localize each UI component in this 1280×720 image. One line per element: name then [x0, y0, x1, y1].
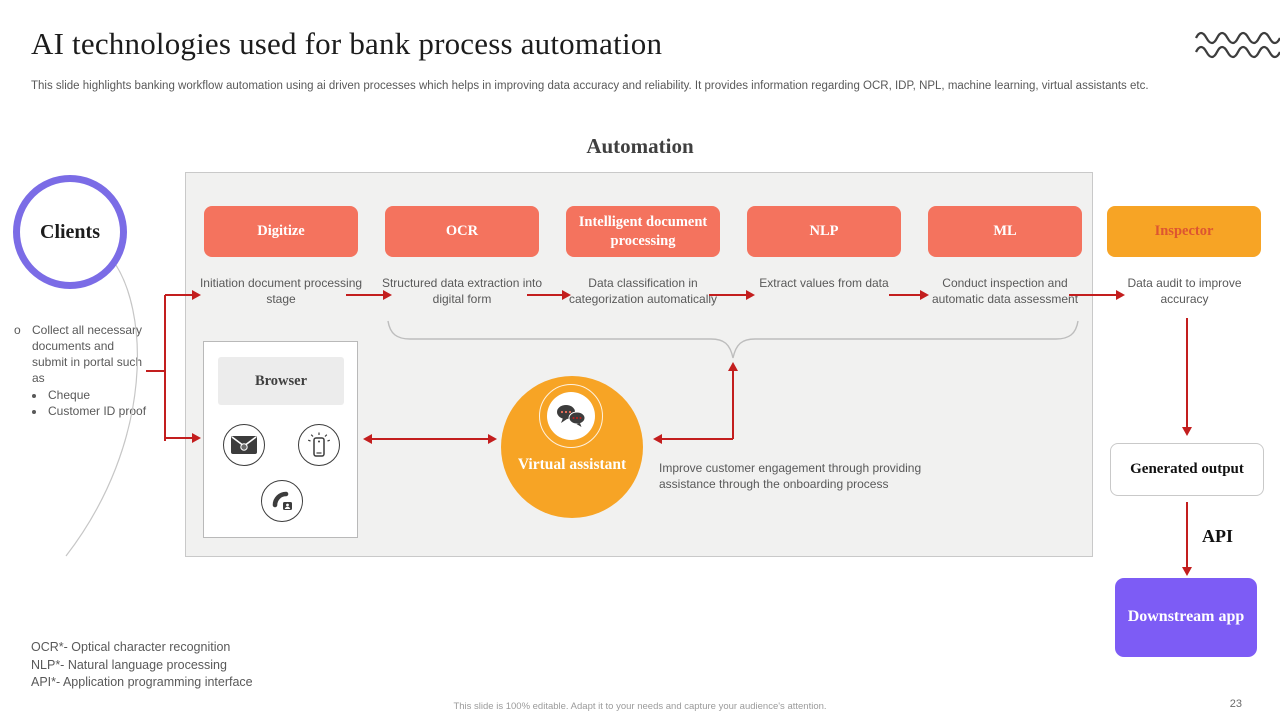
clients-label: Clients: [40, 220, 100, 243]
flow-arrow: [165, 290, 201, 300]
diagram-heading: Automation: [586, 134, 694, 158]
flow-arrow: [653, 434, 733, 444]
inspector-description: Data audit to improve accuracy: [1127, 276, 1242, 307]
stage-label: Digitize: [257, 223, 305, 240]
stage-description: Initiation document processing stage: [199, 276, 363, 307]
stage-label: Intelligent document processing: [578, 214, 708, 249]
flow-arrow: [709, 290, 755, 300]
brace-connector: [387, 320, 1079, 359]
browser-node: Browser: [203, 341, 358, 538]
stage-box: Intelligent document processing: [566, 206, 720, 257]
stage-description: Data classification in categorization au…: [568, 276, 718, 307]
clients-node: Clients: [13, 175, 127, 289]
footer-note: This slide is 100% editable. Adapt it to…: [453, 701, 827, 712]
connector-line: [146, 370, 165, 372]
stage-description: Structured data extraction into digital …: [381, 276, 543, 307]
virtual-assistant-caption: Improve customer engagement through prov…: [659, 461, 922, 492]
double-arrow: [363, 434, 497, 444]
flow-arrow: [889, 290, 929, 300]
circle-bullet: o: [14, 323, 21, 337]
footnote-line: API*- Application programming interface: [31, 675, 253, 689]
generated-output-box: Generated output: [1110, 443, 1264, 496]
flow-arrow: [1069, 290, 1125, 300]
squiggle-decoration-icon: [1195, 31, 1280, 59]
footnote-line: OCR*- Optical character recognition: [31, 640, 231, 654]
virtual-assistant-node: Virtual assistant: [501, 376, 643, 518]
flow-arrow: [346, 290, 392, 300]
mobile-notification-icon: [298, 424, 340, 466]
clients-arc: [65, 257, 138, 557]
virtual-assistant-ring: [539, 384, 603, 448]
stage-label: OCR: [445, 223, 479, 240]
flow-arrow: [1182, 318, 1192, 436]
stage-box: ML: [928, 206, 1082, 257]
stage-label: ML: [993, 223, 1017, 240]
phone-contact-icon: [261, 480, 303, 522]
slide-title: AI technologies used for bank process au…: [31, 26, 663, 61]
connector-line: [164, 295, 166, 441]
inspector-label: Inspector: [1154, 223, 1214, 239]
stage-description: Extract values from data: [759, 276, 889, 290]
stage-box: Digitize: [204, 206, 358, 257]
email-icon: [223, 424, 265, 466]
downstream-app-box: Downstream app: [1115, 578, 1257, 657]
clients-note-item: Cheque: [46, 388, 150, 404]
footnote-line: NLP*- Natural language processing: [31, 657, 227, 672]
stage-description: Conduct inspection and automatic data as…: [931, 276, 1079, 307]
clients-note-text: Collect all necessary documents and subm…: [32, 323, 143, 385]
stage-box: OCR: [385, 206, 539, 257]
slide-subtitle: This slide highlights banking workflow a…: [31, 80, 1149, 92]
flow-arrow: [527, 290, 571, 300]
virtual-assistant-label: Virtual assistant: [517, 456, 627, 473]
browser-label: Browser: [218, 357, 344, 405]
inspector-box: Inspector: [1107, 206, 1261, 257]
stage-label: NLP: [809, 223, 839, 240]
clients-note-item: Customer ID proof: [46, 404, 150, 420]
flow-arrow: [1182, 502, 1192, 576]
flow-arrow: [165, 433, 201, 443]
clients-note-list: ChequeCustomer ID proof: [32, 388, 150, 420]
api-label: API: [1202, 526, 1233, 546]
stage-box: NLP: [747, 206, 901, 257]
clients-note: o Collect all necessary documents and su…: [14, 323, 150, 420]
flow-arrow: [728, 362, 738, 439]
chat-bubbles-icon: [547, 392, 595, 440]
page-number: 23: [1229, 698, 1242, 710]
